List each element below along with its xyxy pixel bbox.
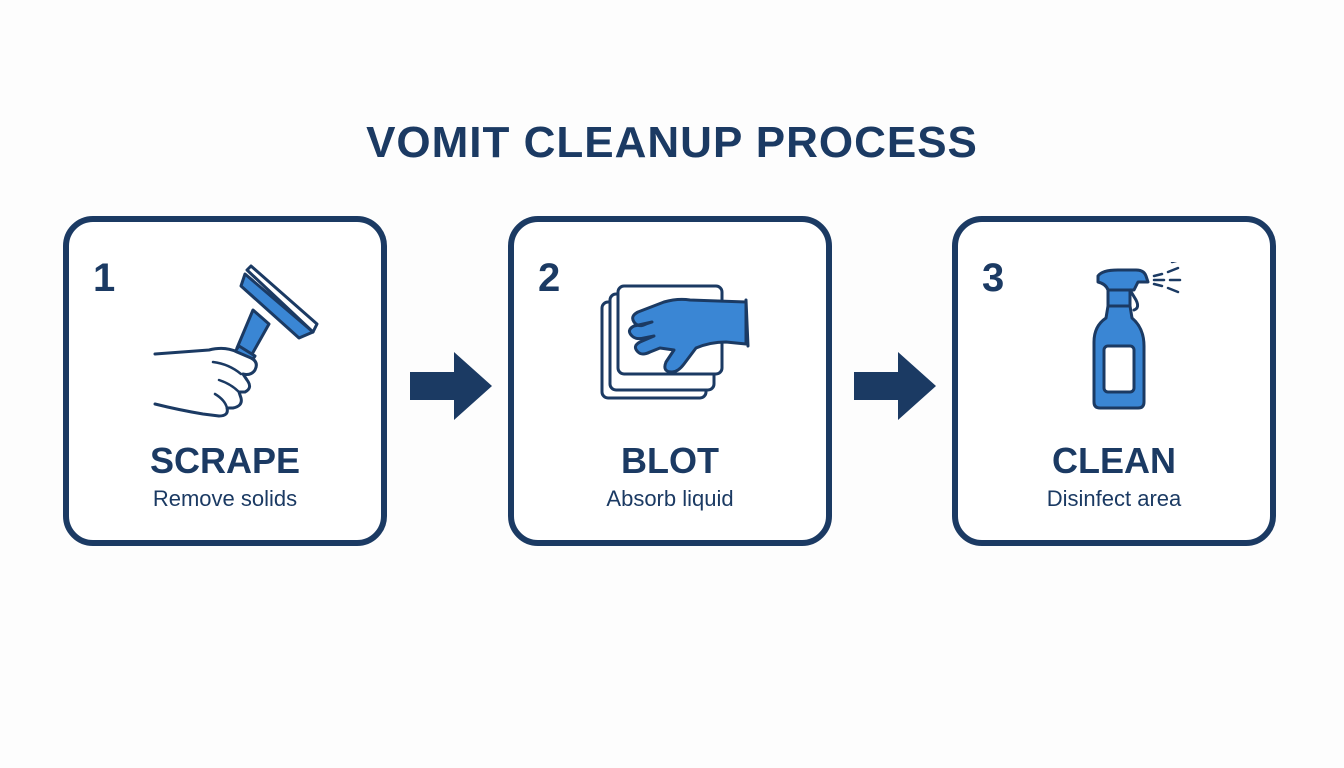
step-card-scrape: 1 SCRAPE Remove solids (63, 216, 387, 546)
right-arrow-icon (854, 352, 936, 420)
step-description: Disinfect area (1046, 486, 1182, 511)
step-number: 2 (538, 256, 561, 300)
step-number: 3 (982, 256, 1005, 300)
spray-bottle-icon (958, 262, 1270, 422)
step-title: BLOT (621, 440, 719, 481)
right-arrow-icon (410, 352, 492, 420)
hand-scraper-icon (69, 262, 381, 422)
step-title: CLEAN (1052, 440, 1176, 481)
step-description: Absorb liquid (606, 486, 734, 511)
step-description: Remove solids (152, 486, 298, 511)
step-title: SCRAPE (149, 440, 301, 481)
step-card-clean: 3 CLEAN Disinfect area (952, 216, 1276, 546)
step-number: 1 (93, 256, 116, 300)
step-card-blot: 2 BLOT Absorb liquid (508, 216, 832, 546)
gloved-hand-towel-icon (514, 262, 826, 422)
page-title: VOMIT CLEANUP PROCESS (366, 118, 978, 167)
